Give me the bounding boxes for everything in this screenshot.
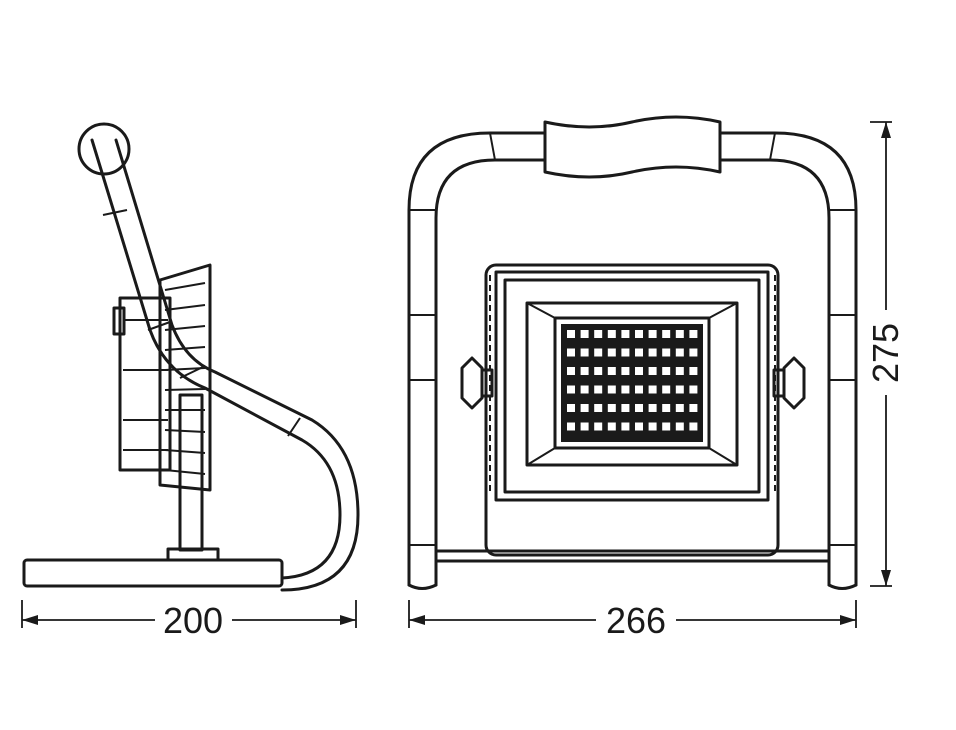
led-dot bbox=[689, 367, 698, 375]
led-dot bbox=[607, 385, 616, 394]
led-dot bbox=[635, 385, 643, 394]
led-dot bbox=[580, 330, 589, 338]
led-dot bbox=[621, 385, 630, 394]
front-frame-outer bbox=[407, 131, 858, 587]
led-dot bbox=[621, 422, 630, 431]
led-dot bbox=[567, 330, 575, 338]
front-frame-feet bbox=[407, 583, 858, 590]
led-dot bbox=[635, 348, 643, 357]
led-dot bbox=[675, 330, 684, 338]
led-dot bbox=[689, 348, 698, 357]
led-dot bbox=[689, 385, 698, 394]
led-dot bbox=[689, 404, 698, 412]
led-dot bbox=[607, 367, 616, 375]
led-dot bbox=[607, 404, 616, 412]
front-crossbar bbox=[434, 549, 831, 563]
led-dot bbox=[567, 348, 575, 357]
led-dot bbox=[648, 385, 657, 394]
dimension-label-width: 266 bbox=[606, 600, 666, 641]
led-dot bbox=[675, 422, 684, 431]
led-dot bbox=[662, 367, 671, 375]
led-dot bbox=[689, 330, 698, 338]
front-led-panel-frame bbox=[553, 316, 711, 450]
side-view bbox=[22, 122, 360, 592]
dimension-label-depth: 200 bbox=[163, 600, 223, 641]
front-lamp-bezel bbox=[494, 270, 770, 502]
led-dot bbox=[662, 422, 671, 431]
led-dot bbox=[648, 367, 657, 375]
led-dot bbox=[594, 330, 603, 338]
led-dot bbox=[607, 422, 616, 431]
side-post-mount bbox=[166, 547, 220, 562]
side-handle-outer bbox=[90, 138, 342, 580]
front-knob-right bbox=[782, 356, 806, 410]
led-dot bbox=[662, 330, 671, 338]
led-dot bbox=[635, 367, 643, 375]
front-led-panel bbox=[561, 324, 703, 442]
front-knob-left bbox=[460, 356, 484, 410]
front-lamp-face bbox=[503, 278, 761, 494]
front-frame-segments bbox=[409, 132, 856, 546]
led-dot bbox=[648, 422, 657, 431]
front-knob-right-stem bbox=[772, 368, 786, 398]
led-dot bbox=[580, 422, 589, 431]
led-dot bbox=[662, 385, 671, 394]
front-led-grid bbox=[567, 330, 698, 431]
led-dot bbox=[662, 348, 671, 357]
led-dot bbox=[594, 385, 603, 394]
led-dot bbox=[567, 422, 575, 431]
led-dot bbox=[594, 404, 603, 412]
front-frame-inner bbox=[434, 158, 831, 587]
led-dot bbox=[580, 348, 589, 357]
led-dot bbox=[621, 348, 630, 357]
dimension-width-front: 266 bbox=[408, 600, 857, 641]
dimension-label-height: 275 bbox=[865, 323, 906, 383]
led-dot bbox=[594, 367, 603, 375]
front-view bbox=[407, 115, 858, 590]
led-dot bbox=[662, 404, 671, 412]
led-dot bbox=[607, 348, 616, 357]
led-dot bbox=[580, 404, 589, 412]
side-knob-small bbox=[112, 306, 126, 336]
led-dot bbox=[635, 330, 643, 338]
side-lamp-front bbox=[158, 263, 212, 492]
dimension-width-side: 200 bbox=[21, 600, 357, 641]
front-lamp-housing bbox=[484, 263, 780, 557]
led-dot bbox=[648, 404, 657, 412]
led-dot bbox=[635, 404, 643, 412]
led-dot bbox=[621, 330, 630, 338]
led-dot bbox=[621, 367, 630, 375]
led-dot bbox=[675, 404, 684, 412]
led-dot bbox=[675, 348, 684, 357]
led-dot bbox=[580, 385, 589, 394]
dimension-height: 275 bbox=[865, 121, 906, 587]
side-handle-inner bbox=[114, 138, 360, 592]
led-dot bbox=[689, 422, 698, 431]
led-dot bbox=[594, 422, 603, 431]
led-dot bbox=[621, 404, 630, 412]
led-dot bbox=[567, 404, 575, 412]
led-dot bbox=[607, 330, 616, 338]
front-top-grip bbox=[543, 115, 722, 179]
led-dot bbox=[635, 422, 643, 431]
led-dot bbox=[675, 385, 684, 394]
led-dot bbox=[675, 367, 684, 375]
led-dot bbox=[567, 385, 575, 394]
side-handle-joints bbox=[102, 209, 301, 437]
front-bevel-corners bbox=[526, 302, 738, 466]
led-dot bbox=[580, 367, 589, 375]
led-dot bbox=[594, 348, 603, 357]
led-dot bbox=[648, 348, 657, 357]
front-knob-left-stem bbox=[480, 368, 494, 398]
led-dot bbox=[567, 367, 575, 375]
led-dot bbox=[648, 330, 657, 338]
side-handle-knob bbox=[77, 122, 131, 176]
side-base-foot bbox=[22, 558, 284, 588]
